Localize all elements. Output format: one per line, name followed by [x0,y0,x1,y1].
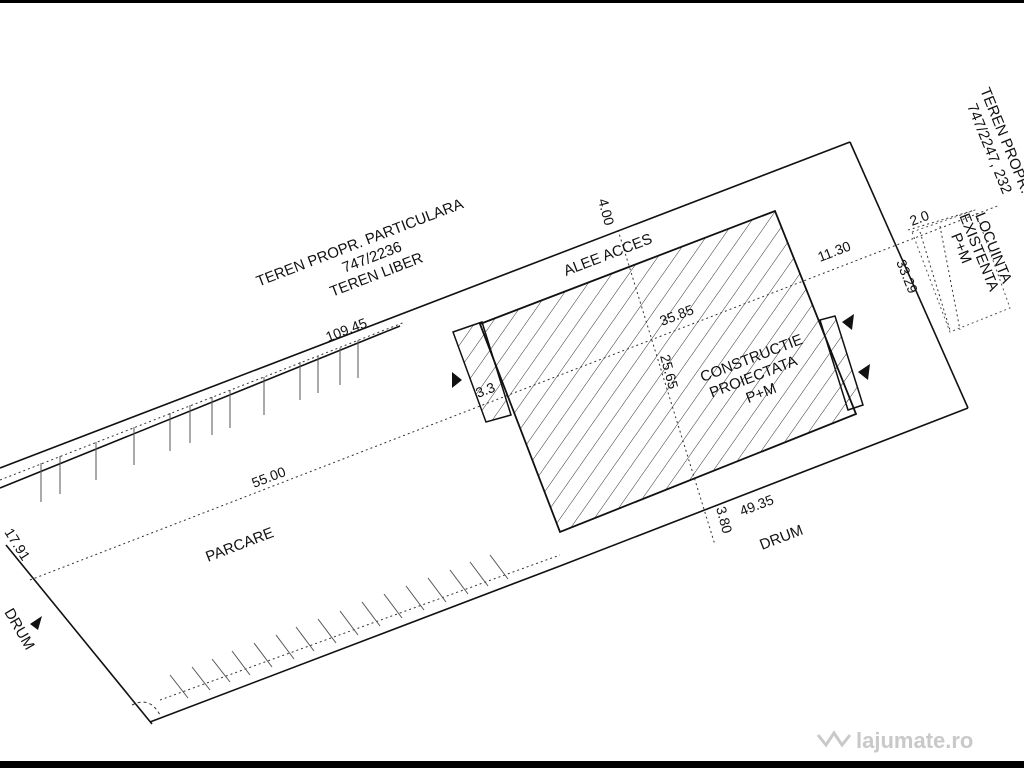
dimension-lines [0,204,1001,701]
turn-arc [131,701,161,716]
dim-left-annex: 3.3 [473,379,497,401]
dim-to-building-bottom: 3.80 [713,505,736,536]
entrance-arrow-icons [30,314,870,630]
arrow-icon [452,372,462,388]
arrow-icon [842,314,854,330]
parking-label: PARCARE [203,524,276,565]
dim-top-edge: 109.45 [323,314,369,344]
left-annex [452,321,512,423]
proposed-building [478,209,858,534]
arrow-icon [858,364,870,380]
top-frame [0,0,1024,3]
watermark: lajumate.ro [816,728,973,753]
dim-parking-length: 55.00 [249,463,288,491]
bottom-frame [0,761,1024,768]
parking-stalls-bottom [169,554,509,699]
parking-stalls-top [40,340,359,502]
road-left-label: DRUM [1,606,38,653]
dim-right-gap: 11.30 [815,238,853,265]
arrow-icon [30,616,42,630]
existing-house-outline [911,209,1011,333]
road-bottom-label: DRUM [757,522,805,554]
dim-right-small: 2.0 [907,207,931,229]
dim-to-building-top: 4.00 [595,197,618,228]
watermark-logo-icon [816,730,852,748]
dim-left-edge: 17.91 [1,525,33,563]
lot-boundary [0,141,969,725]
dim-right-edge: 33.29 [893,257,921,296]
watermark-text: lajumate.ro [856,728,973,753]
